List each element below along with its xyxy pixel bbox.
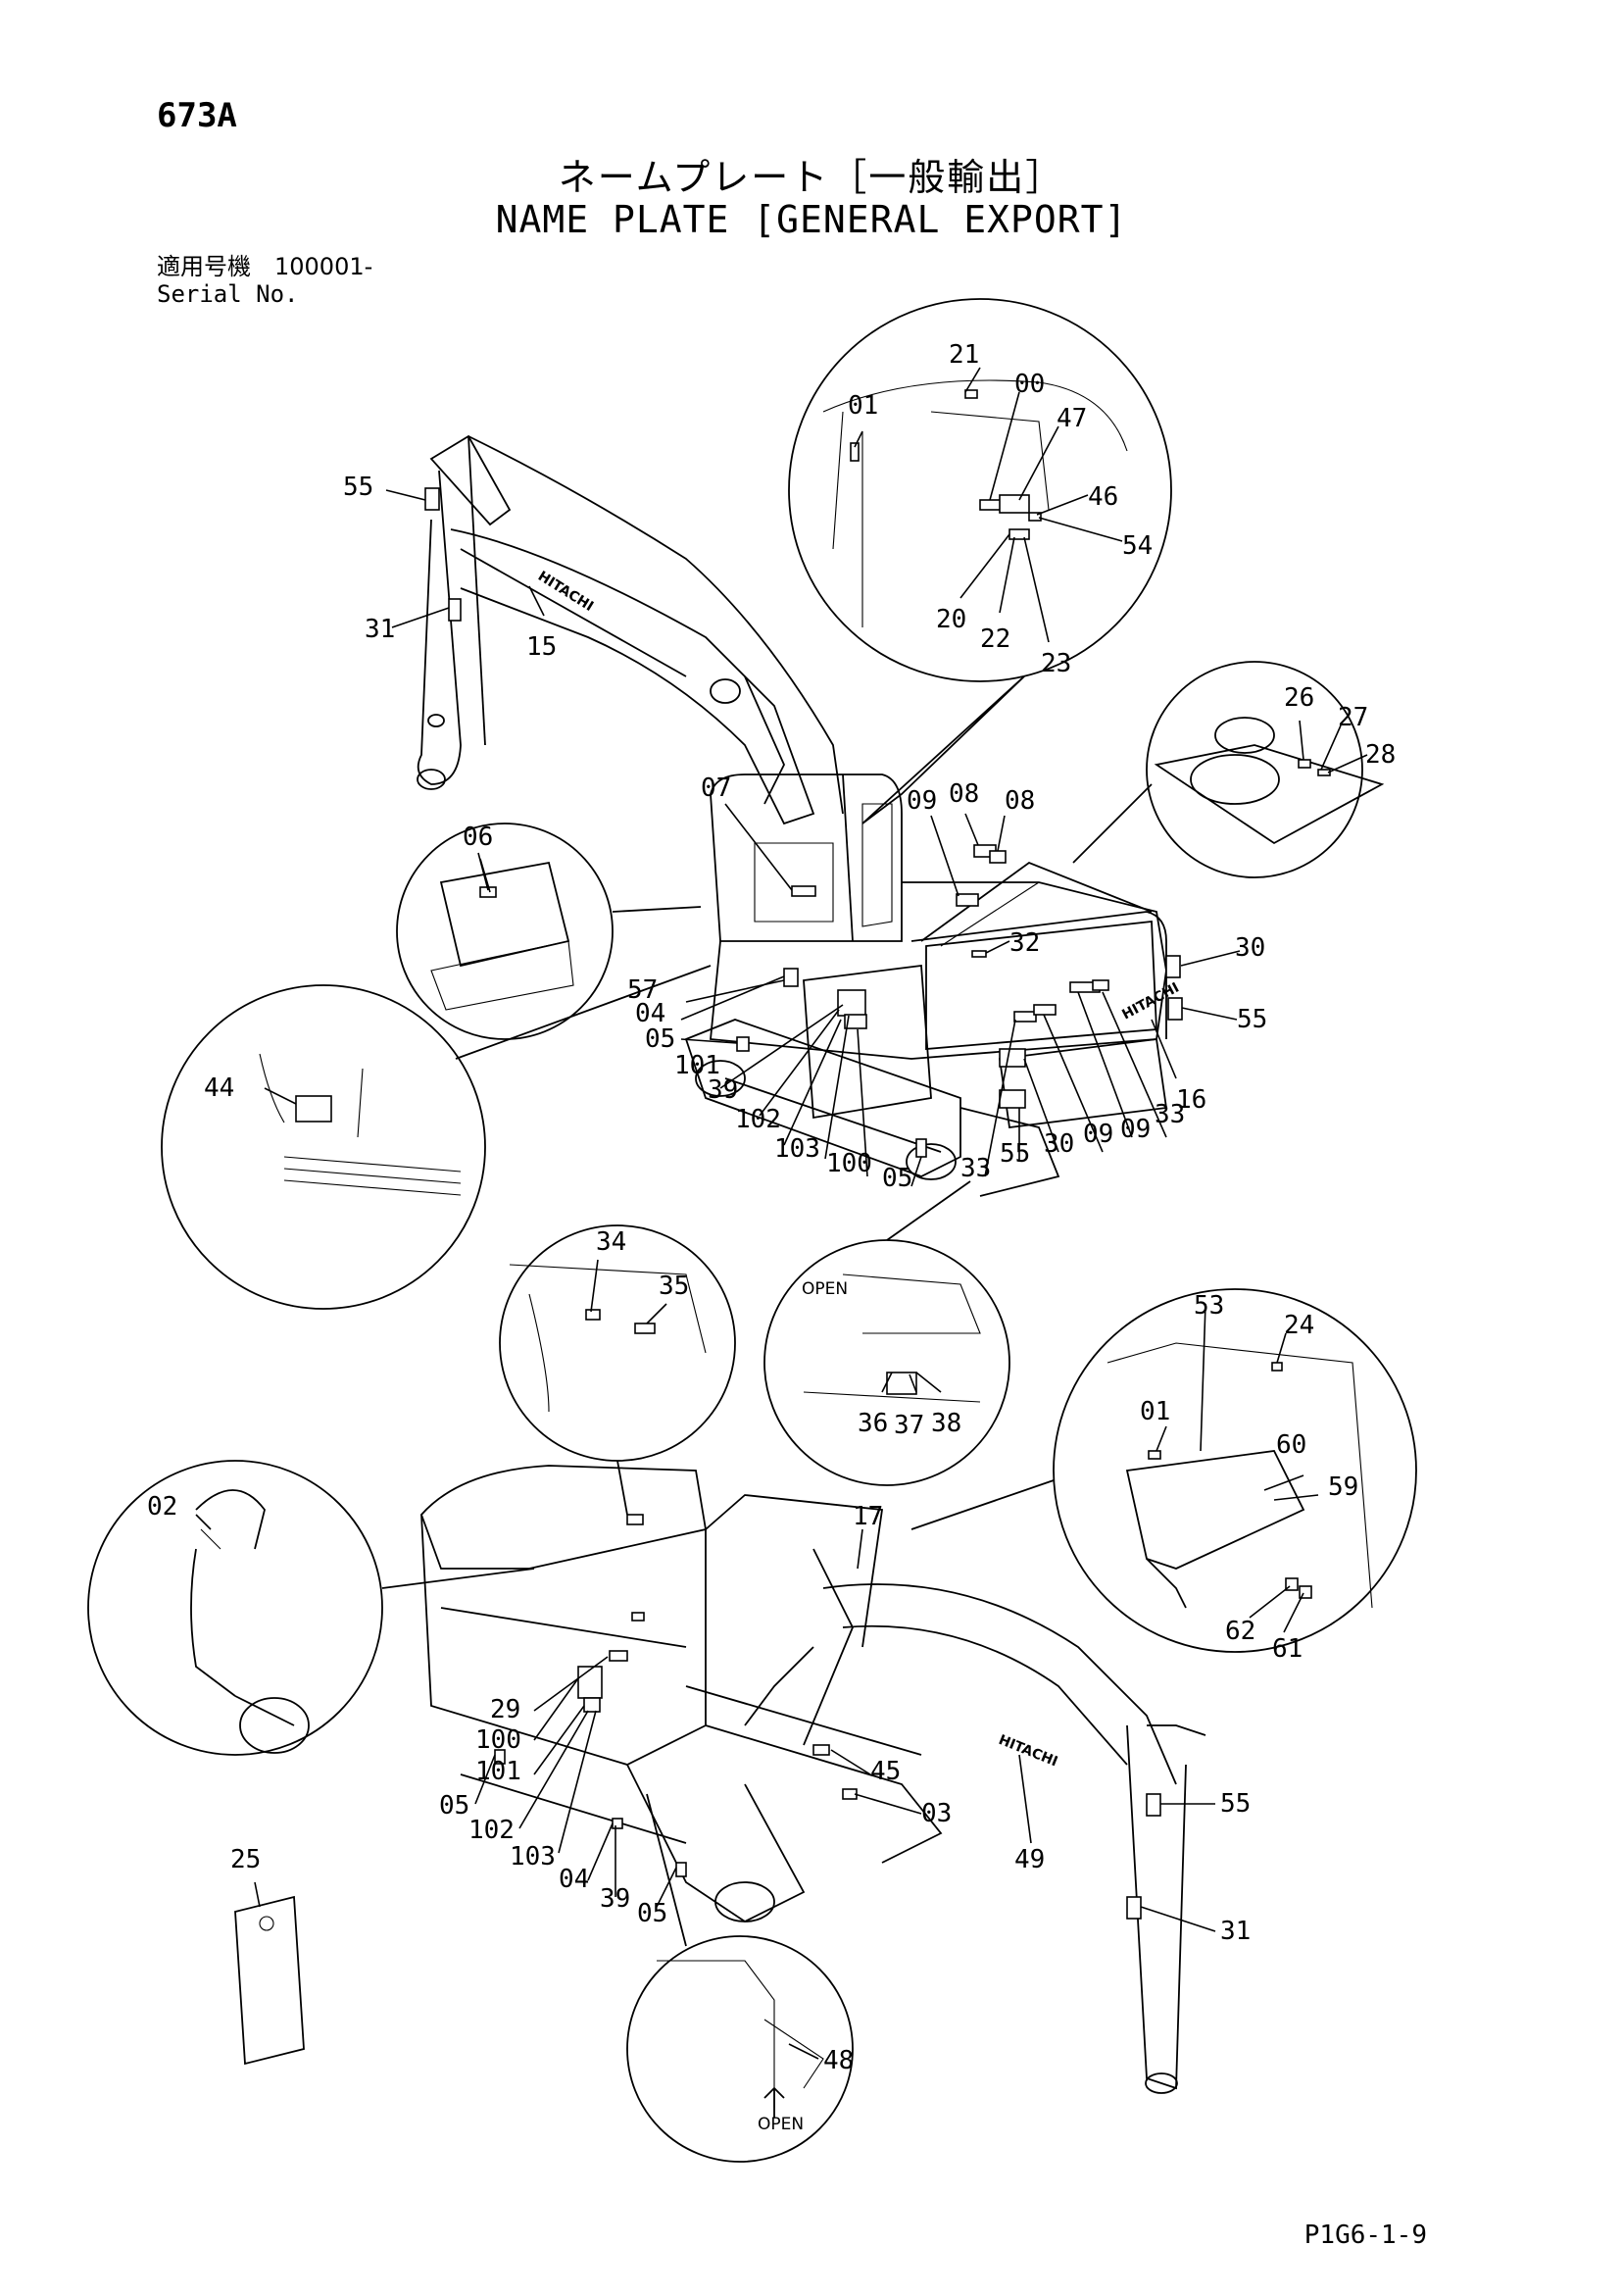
callout-55-lower: 55 [1220,1789,1251,1819]
callout-31-boom: 31 [365,615,395,644]
callout-34: 34 [596,1227,626,1257]
callout-36: 36 [858,1409,888,1438]
callout-21: 21 [949,340,979,370]
callout-61: 61 [1272,1634,1303,1664]
brand-text-lower-boom: HITACHI [997,1732,1060,1771]
callout-05-left: 05 [645,1024,675,1054]
callout-49: 49 [1014,1845,1045,1874]
callout-labels: 55 31 15 07 06 09 08 08 32 30 55 16 33 0… [147,340,1396,2075]
detail-circle-air-cleaner [87,1460,535,1756]
callout-33-bottom: 33 [960,1154,991,1183]
callout-39-upper: 39 [708,1075,738,1105]
callout-32: 32 [1009,928,1040,958]
leader-lines [195,367,1368,2060]
detail-circle-step: OPEN [626,1793,854,2163]
callout-09-right: 09 [1120,1115,1151,1144]
callout-01-cab: 01 [848,391,878,421]
serial-label: Serial No. [157,280,299,308]
callout-07: 07 [701,774,731,803]
callout-27: 27 [1338,703,1368,732]
page-title-japanese: ネームプレート［一般輸出］ [558,156,1065,199]
callout-23: 23 [1041,649,1071,678]
callout-17: 17 [853,1502,883,1531]
callout-55-boom: 55 [343,473,373,502]
callout-48: 48 [823,2046,854,2075]
callout-20: 20 [936,605,966,634]
callout-30-right: 30 [1235,933,1265,963]
callout-100-lower: 100 [475,1725,521,1755]
callout-62: 62 [1225,1617,1255,1646]
detail-circle-open-panel: OPEN [763,1180,1010,1486]
callout-101-lower: 101 [475,1757,521,1786]
callout-02: 02 [147,1492,177,1522]
tag-25 [234,1895,305,2066]
callout-39-lower: 39 [600,1884,630,1914]
callout-24: 24 [1284,1311,1314,1340]
detail-circle-fuel-tank [1072,661,1385,878]
callout-55-right: 55 [1237,1005,1267,1034]
callout-03: 03 [921,1799,952,1828]
detail-circle-hood [499,1224,736,1516]
callout-08-left: 08 [949,779,979,809]
callout-05-lower-right: 05 [637,1899,667,1928]
callout-31-lower: 31 [1220,1917,1251,1946]
serial-japanese: 適用号機 100001- [157,253,373,280]
callout-37: 37 [894,1411,924,1440]
detail-circle-door-label [161,965,712,1310]
callout-05-bottom: 05 [882,1164,912,1193]
callout-26: 26 [1284,683,1314,713]
callout-22: 22 [980,624,1010,654]
callout-09-mid: 09 [1083,1120,1113,1149]
callout-103-lower: 103 [510,1842,556,1872]
callout-04-lower: 04 [559,1865,589,1894]
callout-38: 38 [931,1409,961,1438]
callout-102-lower: 102 [468,1816,515,1845]
callout-55-bottom: 55 [1000,1139,1030,1169]
callout-33-right: 33 [1155,1100,1185,1129]
callout-45: 45 [870,1757,901,1786]
callout-05-lower-left: 05 [439,1791,469,1821]
callout-103-upper: 103 [774,1134,820,1164]
callout-06: 06 [463,823,493,852]
excavator-upper-view: HITACHI HITACHI [417,434,1183,1197]
callout-00: 00 [1014,370,1045,399]
callout-47: 47 [1057,404,1087,433]
callout-04-upper: 04 [635,999,665,1028]
callout-16: 16 [1176,1085,1206,1115]
callout-09-top: 09 [907,786,937,816]
serial-block: 適用号機 100001- Serial No. [157,253,372,308]
figure-code: P1G6-1-9 [1303,2221,1427,2250]
callout-59: 59 [1328,1472,1358,1502]
open-text-lower: OPEN [758,2115,804,2134]
callout-54: 54 [1122,531,1153,561]
callout-35: 35 [659,1272,689,1301]
callout-28: 28 [1365,740,1396,770]
page-title: NAME PLATE [GENERAL EXPORT] [495,198,1128,241]
callout-57: 57 [627,975,658,1005]
detail-circle-console [910,1288,1417,1653]
callout-25: 25 [230,1845,261,1874]
callout-100-upper: 100 [826,1149,872,1178]
callout-29: 29 [490,1695,520,1724]
open-text-upper: OPEN [802,1279,848,1299]
callout-46: 46 [1088,482,1118,512]
callout-08-right: 08 [1005,786,1035,816]
callout-101-upper: 101 [674,1051,720,1080]
callout-53: 53 [1194,1291,1224,1321]
excavator-lower-view: HITACHI [419,1465,1206,2094]
callout-60: 60 [1276,1430,1306,1460]
page-id: 673A [157,96,237,135]
callout-30-bottom: 30 [1044,1129,1074,1159]
detail-circle-battery [396,823,702,1040]
callout-102-upper: 102 [735,1105,781,1134]
callout-01-console: 01 [1140,1397,1170,1426]
callout-44: 44 [204,1073,234,1103]
callout-15: 15 [526,632,557,662]
detail-circle-cab-interior [788,298,1172,824]
